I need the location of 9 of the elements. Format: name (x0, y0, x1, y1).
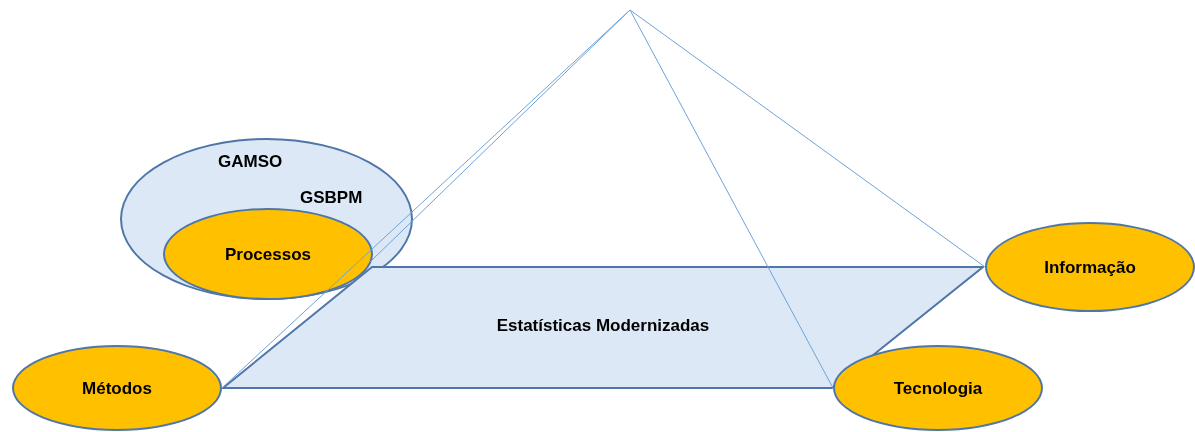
node-label: Informação (1043, 258, 1137, 278)
node-label: GSBPM (300, 188, 363, 208)
node-label: GAMSO (218, 152, 283, 172)
node-label: Estatísticas Modernizadas (495, 316, 711, 336)
node-label: Processos (224, 245, 312, 265)
node-label: Métodos (81, 379, 153, 399)
node-label: Tecnologia (892, 379, 984, 399)
pyramid-edge-line (629, 9, 986, 268)
pyramid-edge-line (221, 9, 631, 389)
